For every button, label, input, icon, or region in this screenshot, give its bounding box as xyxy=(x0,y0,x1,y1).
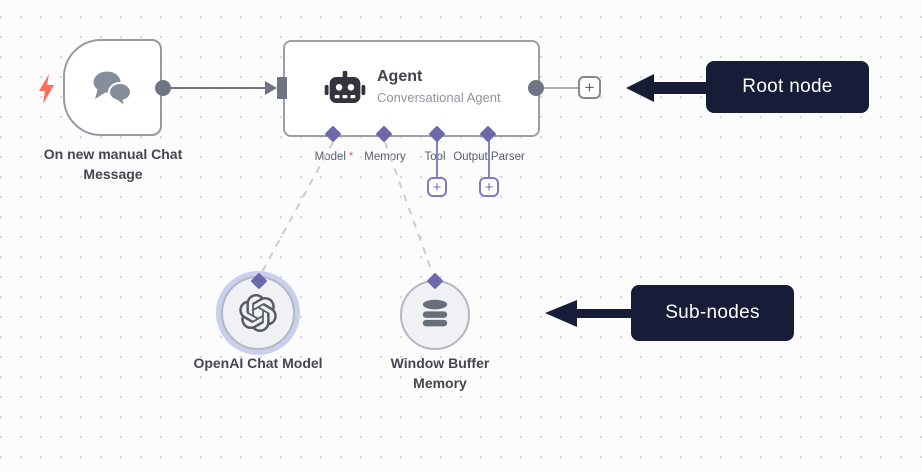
sub-nodes-arrow xyxy=(545,300,631,327)
port-label-model-text: Model xyxy=(314,151,346,163)
chat-bubbles-icon xyxy=(89,69,135,110)
agent-node-subtitle: Conversational Agent xyxy=(377,90,501,105)
sub-node-label-openai: OpenAI Chat Model xyxy=(193,355,323,371)
connection-arrowhead xyxy=(265,81,277,95)
agent-node-title: Agent xyxy=(377,68,423,85)
lightning-icon xyxy=(39,74,54,104)
annotation-root-node: Root node xyxy=(706,61,869,113)
port-label-tool: Tool xyxy=(424,151,446,163)
annotation-sub-nodes: Sub-nodes xyxy=(631,285,794,341)
chat-bubbles-svg xyxy=(93,71,132,110)
trigger-bolt-icon xyxy=(39,74,55,104)
add-output-parser-button[interactable]: + xyxy=(479,177,499,197)
annotation-sub-label: Sub-nodes xyxy=(665,302,760,323)
add-next-node-button[interactable]: + xyxy=(578,76,601,99)
port-label-memory: Memory xyxy=(364,151,406,163)
annotation-root-label: Root node xyxy=(742,76,833,97)
root-node-arrow xyxy=(626,74,706,102)
sub-node-label-memory: Window Buffer Memory xyxy=(390,355,490,391)
robot-svg xyxy=(324,70,366,104)
sub-node-window-buffer-memory[interactable] xyxy=(400,280,470,350)
database-icon xyxy=(422,299,448,327)
port-label-output-parser: Output Parser xyxy=(453,151,525,163)
add-tool-button[interactable]: + xyxy=(427,177,447,197)
trigger-node-label: On new manual Chat Message xyxy=(43,146,183,182)
trigger-node-chat[interactable] xyxy=(63,39,162,136)
required-marker: * xyxy=(348,151,354,163)
agent-node[interactable]: Agent Conversational Agent xyxy=(283,40,540,137)
openai-logo-icon xyxy=(239,294,277,332)
robot-icon xyxy=(322,67,368,113)
port-label-model: Model* xyxy=(315,151,354,163)
sub-node-openai-chat-model[interactable] xyxy=(221,276,295,350)
